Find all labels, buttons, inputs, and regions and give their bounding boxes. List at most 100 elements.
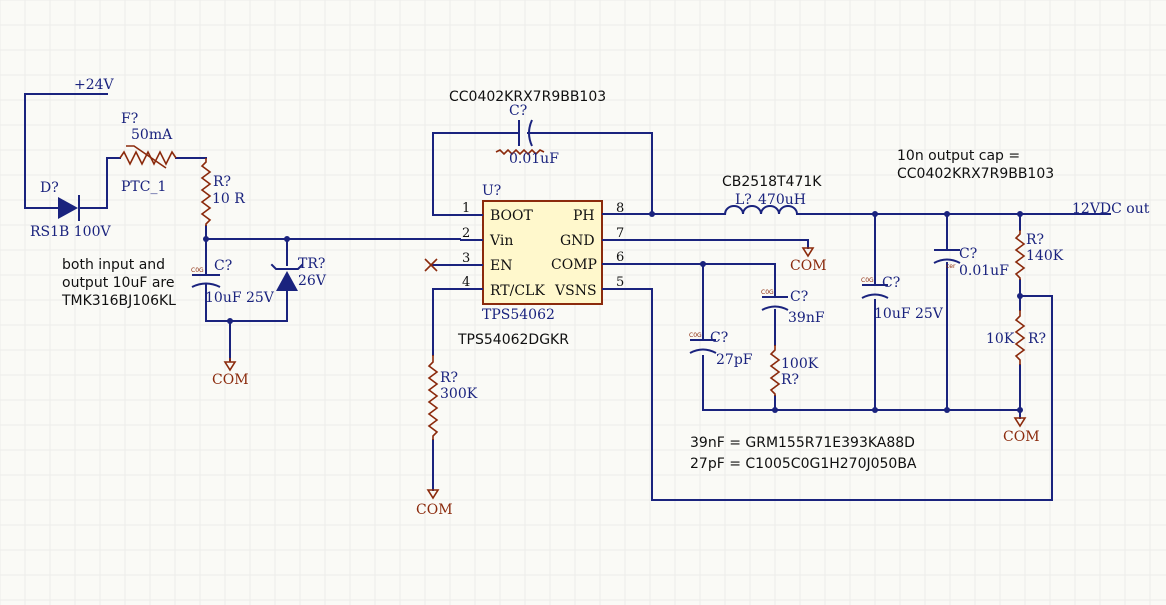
cap-tiny-marker: C0G — [689, 332, 702, 339]
ic-part-number: TPS54062DGKR — [457, 332, 569, 348]
cap-tiny-marker: cer — [946, 263, 956, 270]
resistor-zigzag — [1014, 310, 1026, 365]
ptc-zigzag — [119, 150, 177, 166]
tvs-tr1[interactable]: TR? 26V — [270, 256, 327, 291]
wire-comp-gnd — [702, 355, 1021, 411]
cap-plate-curved — [861, 293, 889, 299]
wire-rt — [432, 288, 461, 356]
pin-number: 5 — [616, 275, 624, 290]
pin-label: Vin — [489, 233, 513, 249]
pin-number: 7 — [616, 226, 624, 241]
inductor-l1[interactable]: CB2518T471K L? 470uH — [722, 174, 822, 216]
note-comp-caps: 39nF = GRM155R71E393KA88D 27pF = C1005C0… — [690, 435, 917, 472]
note-line: TMK316BJ106KL — [61, 293, 176, 309]
pin-label: COMP — [551, 257, 597, 273]
diode-d1[interactable]: D? RS1B 100V — [30, 180, 111, 240]
resistor-zigzag — [200, 158, 212, 226]
ground-label: COM — [1003, 429, 1040, 445]
ground-arrow — [223, 361, 237, 372]
resistor-value: 140K — [1026, 248, 1064, 264]
capacitor-part: CC0402KRX7R9BB103 — [449, 89, 606, 105]
no-connect-en — [424, 258, 438, 272]
resistor-zigzag — [427, 355, 439, 440]
capacitor-27pf[interactable]: C0G C? 27pF — [689, 330, 753, 368]
ground-label: COM — [790, 258, 827, 274]
ic-ref: U? — [482, 183, 501, 199]
resistor-ref: R? — [440, 370, 458, 386]
cap-plate-curved — [689, 348, 717, 354]
capacitor-value: 0.01uF — [509, 151, 559, 167]
ic-body — [482, 200, 603, 305]
capacitor-39nf[interactable]: C0G C? 39nF — [761, 289, 825, 326]
junction — [1017, 293, 1023, 299]
pin-label: RT/CLK — [490, 283, 545, 299]
ic-tps54062[interactable]: U? TPS54062 TPS54062DGKR 1 BOOT 8 PH 2 V… — [457, 183, 625, 348]
junction — [1017, 211, 1023, 217]
wire-vsns — [601, 288, 1053, 501]
capacitor-boot[interactable]: C? 0.01uF CC0402KRX7R9BB103 — [449, 89, 606, 167]
junction — [284, 236, 290, 242]
resistor-10k[interactable]: 10K R? — [986, 310, 1046, 365]
resistor-rt[interactable]: R? 300K — [427, 355, 478, 440]
junction — [872, 211, 878, 217]
capacitor-ref: C? — [959, 246, 977, 262]
junction — [227, 318, 233, 324]
ground-arrow — [1013, 417, 1027, 428]
capacitor-ref: C? — [882, 275, 900, 291]
pin-number: 8 — [616, 201, 624, 216]
fuse-value: 50mA — [131, 127, 173, 143]
capacitor-ref: C? — [710, 330, 728, 346]
diode-ref: D? — [40, 180, 59, 196]
fuse-ref: F? — [121, 111, 138, 127]
diode-symbol — [58, 197, 78, 219]
pin-label: BOOT — [490, 208, 534, 224]
note-line: 27pF = C1005C0G1H270J050BA — [690, 456, 917, 472]
resistor-input[interactable]: R? 10 R — [200, 158, 245, 226]
capacitor-value: 0.01uF — [959, 263, 1009, 279]
pin-number: 6 — [616, 250, 624, 265]
cap-tiny-marker: C0G — [191, 267, 204, 274]
resistor-value: 100K — [781, 356, 819, 372]
junction — [1017, 407, 1023, 413]
capacitor-ref: C? — [214, 258, 232, 274]
cap-plate-curved — [933, 258, 961, 264]
fuse-name: PTC_1 — [121, 179, 166, 195]
ground-arrow — [801, 247, 815, 258]
capacitor-input[interactable]: C0G C? 10uF 25V — [191, 258, 275, 306]
pin-label: PH — [573, 208, 595, 224]
inductor-ref: L? — [735, 192, 752, 208]
pin-number: 3 — [462, 251, 470, 266]
junctions — [203, 211, 1023, 413]
resistor-140k[interactable]: R? 140K — [1014, 230, 1064, 280]
ptc-slash — [126, 145, 167, 169]
ground-label: COM — [416, 502, 453, 518]
capacitor-value: 39nF — [788, 310, 825, 326]
inductor-part: CB2518T471K — [722, 174, 822, 190]
ground-arrow — [426, 489, 440, 500]
fuse-ptc[interactable]: F? 50mA PTC_1 — [119, 111, 177, 195]
resistor-100k[interactable]: 100K R? — [769, 345, 819, 396]
junction — [944, 407, 950, 413]
pin-label: EN — [490, 258, 512, 274]
net-label-24v: +24V — [74, 77, 115, 93]
pin-label: VSNS — [554, 283, 597, 299]
resistor-ref: R? — [1026, 232, 1044, 248]
ground-symbol: COM — [1003, 417, 1040, 445]
junction — [649, 211, 655, 217]
capacitor-output-small[interactable]: cer C? 0.01uF — [933, 246, 1009, 279]
pin-label: GND — [560, 233, 595, 249]
note-line: output 10uF are — [62, 275, 174, 291]
cap-tiny-marker: C0G — [761, 289, 774, 296]
resistor-ref: R? — [213, 174, 231, 190]
capacitor-output[interactable]: C0G C? 10uF 25V — [861, 275, 944, 322]
resistor-value: 300K — [440, 386, 478, 402]
ic-chip-name: TPS54062 — [482, 307, 555, 323]
wires — [24, 93, 1111, 501]
wire-boot — [432, 132, 509, 216]
capacitor-value: 10uF 25V — [874, 306, 944, 322]
diode-value: RS1B 100V — [30, 224, 111, 240]
net-label-12v-out: 12VDC out — [1072, 201, 1150, 217]
note-line: 39nF = GRM155R71E393KA88D — [690, 435, 915, 451]
